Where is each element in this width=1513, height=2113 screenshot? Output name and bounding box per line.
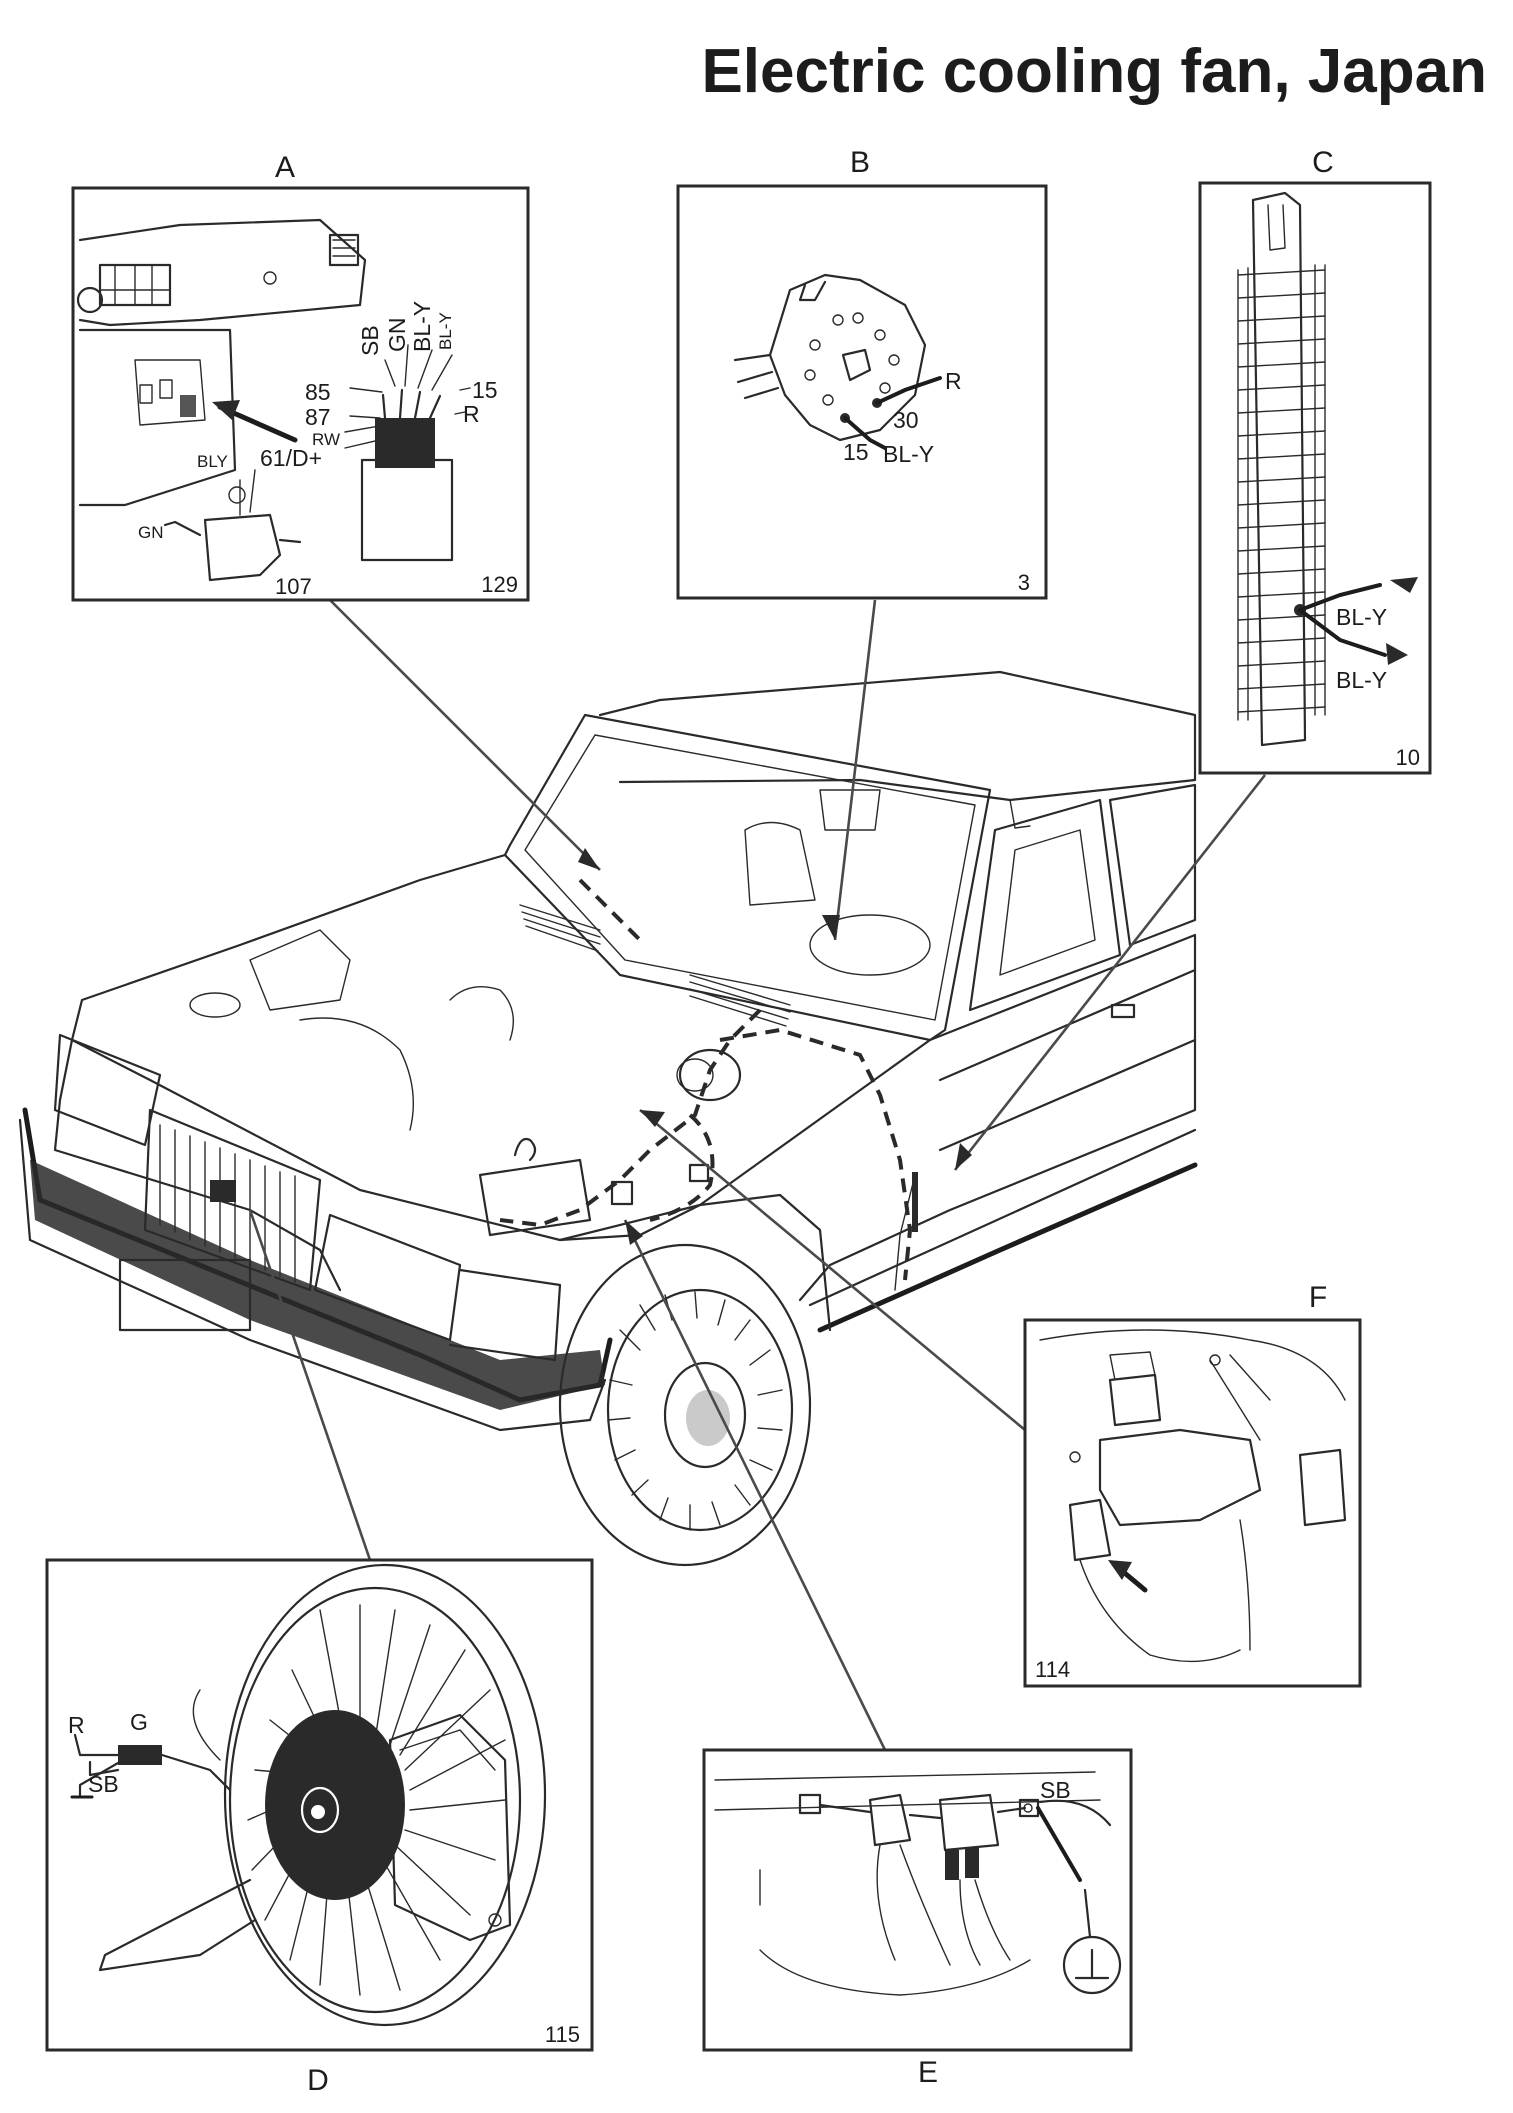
fuse-rows [1237, 264, 1326, 721]
terminal-30: 30 [893, 407, 919, 433]
wire-label-r: R [68, 1712, 85, 1738]
terminal-15: 15 [472, 377, 498, 403]
panel-a-letter: A [275, 151, 295, 184]
terminal-85: 85 [305, 379, 331, 405]
wire-label-bl-y-out: BL-Y [1336, 667, 1387, 693]
panel-b-number: 3 [1018, 570, 1030, 595]
page-title: Electric cooling fan, Japan [701, 37, 1487, 106]
panel-d-number: 115 [545, 2022, 580, 2047]
terminal-61-d: 61/D+ [260, 445, 322, 471]
panel-a: SB GN BL-Y BL-Y 85 15 87 R RW 61/D+ BLY … [71, 186, 530, 602]
panel-d-letter: D [307, 2064, 329, 2097]
wire-label-bl-y-small: BL-Y [436, 312, 455, 350]
wire-label-bly: BLY [197, 452, 228, 471]
wire-label-gn: GN [384, 318, 410, 353]
wire-label-bl-y: BL-Y [409, 301, 435, 352]
panel-e: SB [702, 1748, 1133, 2052]
wire-label-bl-y-in: BL-Y [1336, 604, 1387, 630]
wire-label-sb: SB [88, 1771, 119, 1797]
panel-f-letter: F [1309, 1281, 1327, 1314]
panel-c: BL-Y BL-Y 10 [1198, 181, 1432, 775]
panel-b-letter: B [850, 146, 870, 179]
wire-label-bl-y: BL-Y [883, 441, 934, 467]
wire-label-sb: SB [357, 325, 383, 356]
panel-e-letter: E [918, 2056, 938, 2089]
pointer-lines [248, 599, 1267, 1751]
panel-f-number: 114 [1035, 1657, 1070, 1682]
panel-f: 114 [1023, 1318, 1362, 1688]
wiring-route [499, 878, 913, 1281]
wire-label-gn-sensor: GN [138, 523, 164, 542]
wire-label-sb: SB [1040, 1777, 1071, 1803]
panel-c-number: 10 [1396, 745, 1420, 770]
panel-a-number-107: 107 [275, 574, 312, 599]
terminal-15: 15 [843, 439, 869, 465]
wire-label-r: R [463, 401, 480, 427]
wire-label-g: G [130, 1709, 148, 1735]
terminal-87: 87 [305, 404, 331, 430]
panel-d: R G SB 115 [45, 1558, 594, 2052]
panel-b: R 30 15 BL-Y 3 [676, 184, 1048, 600]
wire-label-r: R [945, 368, 962, 394]
car-illustration [18, 670, 1198, 1567]
panel-a-number-129: 129 [481, 572, 518, 597]
wire-label-rw: RW [312, 430, 340, 449]
panel-c-letter: C [1312, 146, 1334, 179]
